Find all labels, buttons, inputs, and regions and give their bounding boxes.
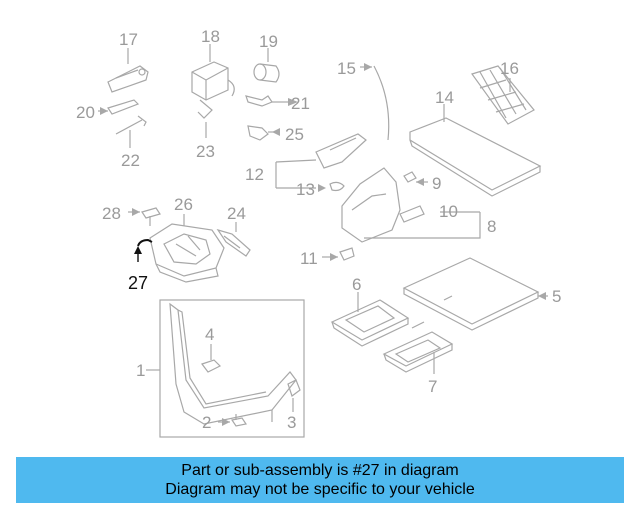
parts-diagram — [98, 44, 548, 438]
part-27-illustration — [137, 238, 153, 262]
part-16-illustration — [471, 65, 535, 125]
callout-26: 26 — [174, 195, 193, 214]
part-5-illustration — [402, 257, 540, 331]
callout-2: 2 — [202, 413, 212, 432]
callout-16: 16 — [500, 59, 519, 78]
callout-15: 15 — [337, 59, 356, 78]
callout-6: 6 — [352, 275, 362, 294]
part-26-illustration — [149, 223, 225, 283]
callout-8: 8 — [487, 217, 497, 236]
part-8-illustration — [341, 167, 401, 243]
part-7-illustration — [382, 321, 454, 373]
callout-24: 24 — [227, 204, 246, 223]
callout-20: 20 — [76, 103, 95, 122]
part-14-illustration — [409, 117, 542, 197]
part-19-illustration — [253, 63, 280, 83]
part-24-illustration — [216, 228, 251, 257]
part-18-illustration — [191, 61, 235, 101]
callout-9: 9 — [432, 174, 442, 193]
callout-3: 3 — [287, 413, 297, 432]
callout-11: 11 — [300, 249, 318, 268]
banner-line-1: Part or sub-assembly is #27 in diagram — [181, 462, 459, 479]
callout-28: 28 — [102, 204, 121, 223]
part-12-illustration — [315, 133, 367, 169]
callout-21: 21 — [291, 94, 310, 113]
callout-14: 14 — [435, 88, 454, 107]
callout-12: 12 — [245, 165, 264, 184]
callout-27: 27 — [128, 273, 149, 293]
callout-10: 10 — [439, 202, 458, 221]
callout-5: 5 — [552, 287, 562, 306]
callout-1: 1 — [136, 361, 146, 380]
callout-7: 7 — [428, 377, 438, 396]
callout-17: 17 — [119, 30, 138, 49]
callout-23: 23 — [196, 142, 215, 161]
callout-18: 18 — [201, 27, 220, 46]
callout-22: 22 — [121, 151, 140, 170]
banner-line-2: Diagram may not be specific to your vehi… — [165, 481, 475, 498]
part-17-illustration — [107, 65, 149, 93]
callout-25: 25 — [285, 125, 304, 144]
info-banner: Part or sub-assembly is #27 in diagram D… — [16, 457, 624, 503]
callout-13: 13 — [296, 180, 315, 199]
part-1-illustration — [169, 302, 297, 425]
callout-4: 4 — [205, 325, 215, 344]
part-6-illustration — [330, 299, 410, 347]
callout-19: 19 — [259, 32, 278, 51]
